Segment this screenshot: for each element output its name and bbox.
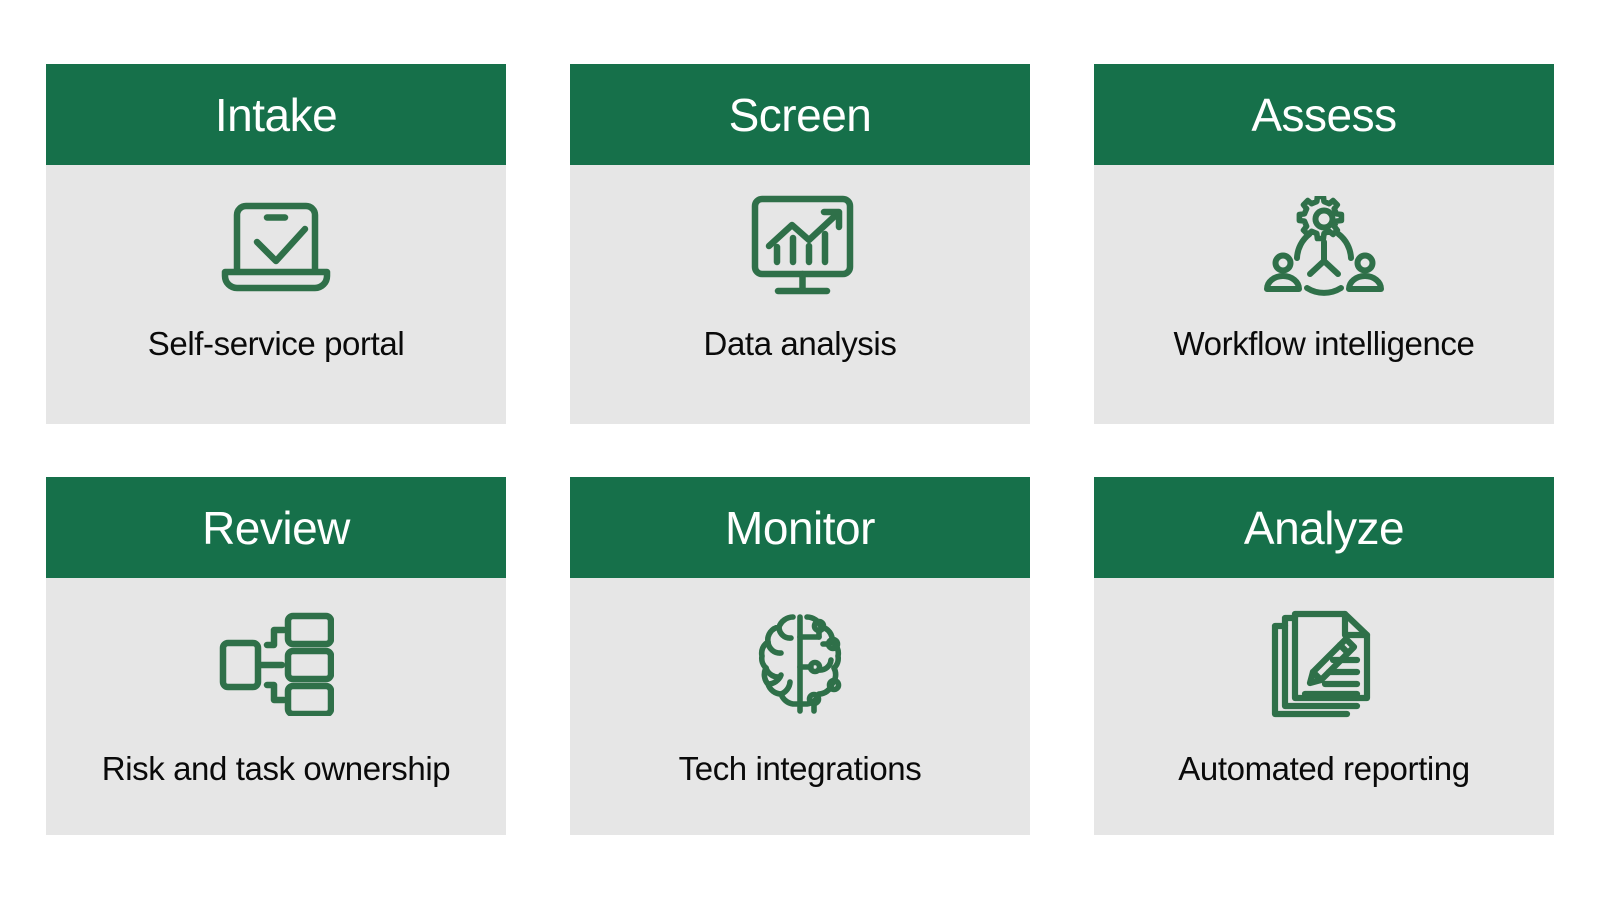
card-monitor[interactable]: Monitor <box>570 477 1030 835</box>
card-intake-header: Intake <box>46 64 506 165</box>
card-screen-body: Data analysis <box>570 165 1030 424</box>
card-review-body: Risk and task ownership <box>46 578 506 835</box>
card-assess-body: Workflow intelligence <box>1094 165 1554 424</box>
monitor-chart-icon <box>725 187 875 307</box>
card-assess-label: Workflow intelligence <box>1173 325 1475 362</box>
card-monitor-label: Tech integrations <box>678 750 922 787</box>
ai-brain-circuit-icon <box>725 604 875 724</box>
card-assess[interactable]: Assess <box>1094 64 1554 424</box>
laptop-check-icon <box>201 187 351 307</box>
card-assess-header: Assess <box>1094 64 1554 165</box>
card-review[interactable]: Review Risk and task ownership <box>46 477 506 835</box>
card-screen-label: Data analysis <box>703 325 897 362</box>
documents-pencil-icon <box>1249 604 1399 724</box>
card-screen[interactable]: Screen Data analysis <box>570 64 1030 424</box>
card-screen-header: Screen <box>570 64 1030 165</box>
card-review-label: Risk and task ownership <box>101 750 451 787</box>
card-monitor-body: Tech integrations <box>570 578 1030 835</box>
card-analyze-header: Analyze <box>1094 477 1554 578</box>
card-analyze-label: Automated reporting <box>1178 750 1470 787</box>
cards-grid: Intake Self-service portal Screen <box>46 64 1554 835</box>
card-analyze-body: Automated reporting <box>1094 578 1554 835</box>
card-monitor-header: Monitor <box>570 477 1030 578</box>
card-intake[interactable]: Intake Self-service portal <box>46 64 506 424</box>
hierarchy-org-chart-icon <box>201 604 351 724</box>
card-intake-label: Self-service portal <box>147 325 405 362</box>
card-intake-body: Self-service portal <box>46 165 506 424</box>
card-analyze[interactable]: Analyze <box>1094 477 1554 835</box>
gear-people-network-icon <box>1249 187 1399 307</box>
card-review-header: Review <box>46 477 506 578</box>
